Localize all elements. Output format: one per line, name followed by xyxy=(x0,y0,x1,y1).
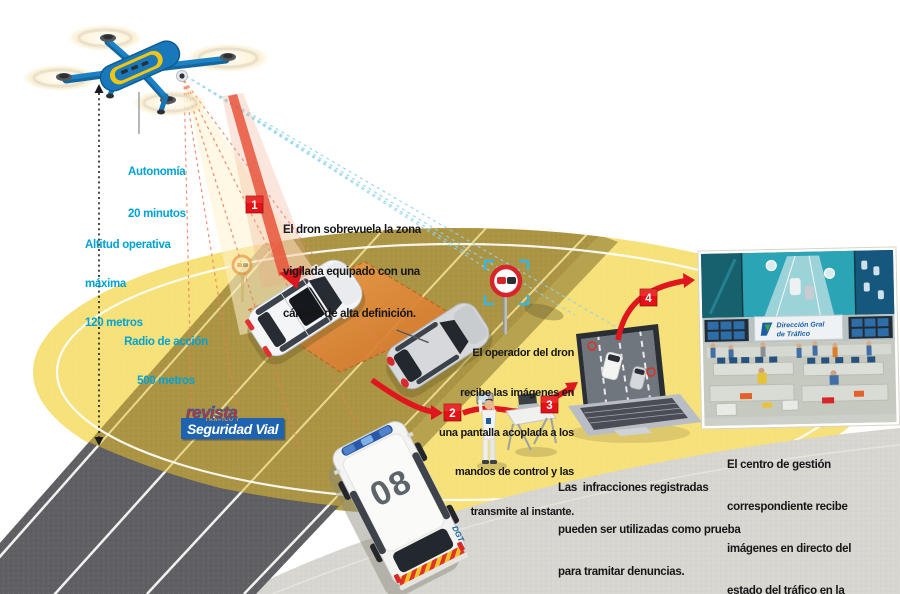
arrow-step4 xyxy=(615,273,695,341)
patrol-van: 08 DGT xyxy=(328,420,469,594)
hatchback-car xyxy=(386,302,493,398)
dgt-sign-line1: Dirección Gral xyxy=(776,321,825,329)
arrow-step1 xyxy=(222,93,316,289)
magazine-logo: revista TRÁFICO Y Seguridad Vial xyxy=(181,403,301,439)
dgt-sign-line2: de Tráfico xyxy=(777,331,811,339)
control-room-people xyxy=(710,341,872,360)
logo-seguridad-vial: TRÁFICO Y Seguridad Vial xyxy=(181,417,285,439)
svg-text:4: 4 xyxy=(645,293,652,305)
altitude-label: Altitud operativa máxima 120 metros xyxy=(85,239,171,329)
altitude-measure-line xyxy=(94,84,104,446)
step-badge-3: 3 xyxy=(540,395,559,414)
svg-text:2: 2 xyxy=(449,408,455,420)
step1-text: El dron sobrevuela la zona vigilada equi… xyxy=(283,224,421,320)
step3-text: Las infracciones registradas pueden ser … xyxy=(558,482,741,578)
sign-focus-brackets xyxy=(483,259,530,306)
logo-trafico-text: TRÁFICO Y xyxy=(205,417,240,423)
control-center-photo: Dirección Gral de Tráfico xyxy=(697,246,900,430)
radius-label: Radio de acción 500 metros xyxy=(124,336,208,387)
svg-text:3: 3 xyxy=(546,400,552,412)
step-badge-1: 1 xyxy=(245,195,264,214)
traffic-sign xyxy=(489,264,564,334)
operator-figure xyxy=(476,392,507,471)
step-badge-2: 2 xyxy=(443,403,462,422)
logo-revista-text: revista xyxy=(186,403,239,422)
road-outside-zone xyxy=(0,442,339,594)
suv-car xyxy=(245,259,366,365)
autonomy-label: Autonomía 20 minutos xyxy=(128,166,186,220)
wall-monitors xyxy=(704,316,893,342)
laptop xyxy=(568,324,702,443)
step-badge-4: 4 xyxy=(639,288,658,307)
svg-text:1: 1 xyxy=(251,200,258,212)
drone-illustration xyxy=(23,25,269,134)
step4-text: El centro de gestión correspondiente rec… xyxy=(727,459,852,594)
camera-sight-lines-red xyxy=(183,79,421,451)
step2-text: El operador del dron recibe las imágenes… xyxy=(439,347,574,518)
dgt-sign: Dirección Gral de Tráfico xyxy=(753,314,844,342)
